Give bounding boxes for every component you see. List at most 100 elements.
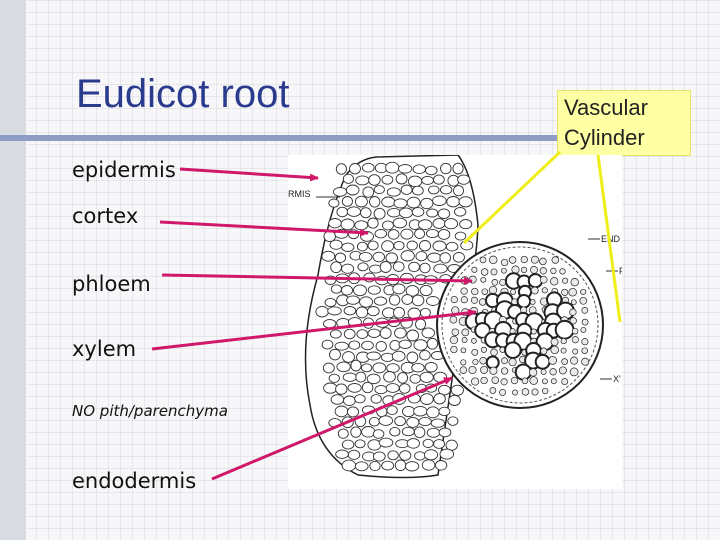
phloem-cell bbox=[530, 328, 537, 335]
phloem-cell bbox=[558, 366, 567, 375]
cortex-cell bbox=[336, 317, 350, 329]
cortex-cell bbox=[385, 161, 400, 174]
phloem-cell bbox=[471, 348, 479, 356]
cortex-cell bbox=[437, 228, 451, 240]
phloem-cell bbox=[451, 328, 460, 336]
cortex-cell bbox=[387, 317, 401, 328]
cortex-cell bbox=[334, 405, 349, 418]
phloem-cell bbox=[490, 348, 498, 357]
cortex-cell bbox=[426, 296, 440, 306]
label-xylem: xylem bbox=[72, 337, 137, 361]
phloem-cell bbox=[512, 389, 518, 396]
cortex-cell bbox=[367, 328, 381, 338]
cortex-cell bbox=[366, 306, 380, 317]
cortex-cell bbox=[367, 285, 381, 295]
cortex-cell bbox=[366, 351, 381, 361]
cortex-cell bbox=[383, 371, 396, 383]
label-epidermis: epidermis bbox=[72, 158, 176, 182]
label-phloem: phloem bbox=[72, 272, 151, 296]
cortex-cell bbox=[381, 460, 395, 471]
phloem-cell bbox=[501, 357, 509, 365]
phloem-cell bbox=[560, 338, 567, 345]
cortex-cell bbox=[440, 162, 452, 175]
cortex-cell bbox=[389, 339, 401, 351]
cortex-cell bbox=[335, 273, 350, 284]
cortex-cell bbox=[400, 228, 414, 240]
phloem-cell bbox=[570, 278, 579, 287]
phloem-cell bbox=[480, 376, 488, 385]
cortex-cell bbox=[341, 263, 355, 274]
cortex-cell bbox=[362, 317, 375, 329]
cortex-cell bbox=[322, 362, 335, 374]
phloem-cell bbox=[490, 268, 498, 276]
cortex-cell bbox=[402, 405, 416, 418]
phloem-cell bbox=[568, 287, 577, 297]
phloem-cell bbox=[510, 376, 519, 385]
cortex-cell bbox=[321, 339, 334, 350]
phloem-cell bbox=[479, 356, 487, 365]
cortex-cell bbox=[353, 284, 367, 297]
phloem-cell bbox=[539, 267, 547, 275]
cortex-cell bbox=[342, 372, 358, 382]
cortex-cell bbox=[370, 394, 382, 404]
cortex-cell bbox=[406, 416, 420, 428]
cortex-cell bbox=[408, 261, 421, 273]
cortex-cell bbox=[334, 252, 347, 263]
cortex-cell bbox=[430, 418, 446, 428]
xylem-vessel bbox=[504, 341, 522, 359]
cortex-cell bbox=[381, 196, 396, 208]
cortex-cell bbox=[401, 426, 415, 437]
phloem-cell bbox=[581, 307, 589, 314]
phloem-cell bbox=[539, 275, 548, 284]
cortex-cell bbox=[330, 394, 345, 405]
cortex-cell bbox=[457, 174, 471, 185]
cortex-cell bbox=[374, 229, 388, 239]
phloem-cell bbox=[488, 285, 498, 295]
cortex-cell bbox=[343, 328, 356, 340]
phloem-cell bbox=[489, 366, 498, 375]
cortex-cell bbox=[420, 393, 434, 405]
phloem-cell bbox=[520, 266, 528, 274]
phloem-cell bbox=[471, 338, 477, 344]
cortex-cell bbox=[359, 296, 374, 308]
cortex-cell bbox=[381, 174, 394, 185]
cortex-cell bbox=[355, 306, 369, 319]
phloem-cell bbox=[559, 268, 566, 275]
phloem-cell bbox=[470, 296, 479, 304]
cortex-cell bbox=[419, 307, 431, 318]
phloem-cell bbox=[480, 276, 487, 283]
phloem-cell bbox=[451, 306, 460, 315]
cortex-cell bbox=[372, 362, 387, 374]
cortex-cell bbox=[444, 218, 459, 230]
cortex-cell bbox=[354, 439, 366, 449]
cortex-cell bbox=[335, 163, 347, 175]
phloem-cell bbox=[491, 376, 500, 384]
cortex-cell bbox=[347, 383, 362, 393]
cortex-cell bbox=[412, 185, 424, 196]
cortex-cell bbox=[404, 461, 420, 472]
cortex-cell bbox=[333, 187, 348, 197]
cortex-cell bbox=[424, 361, 438, 373]
cortex-cell bbox=[348, 272, 361, 285]
cortex-cell bbox=[385, 383, 400, 393]
phloem-cell bbox=[459, 366, 468, 374]
cortex-cell bbox=[348, 340, 361, 350]
cortex-cell bbox=[376, 406, 388, 418]
cortex-cell bbox=[347, 449, 361, 460]
cortex-cell bbox=[354, 195, 368, 208]
cortex-cell bbox=[439, 448, 455, 460]
phloem-cell bbox=[551, 256, 560, 264]
cortex-cell bbox=[343, 395, 356, 407]
phloem-cell bbox=[540, 347, 548, 355]
phloem-cell bbox=[461, 308, 470, 317]
cortex-cell bbox=[363, 272, 376, 283]
cortex-cell bbox=[418, 416, 432, 427]
phloem-cell bbox=[581, 318, 589, 326]
phloem-cell bbox=[471, 266, 478, 273]
cortex-cell bbox=[418, 240, 432, 252]
phloem-cell bbox=[572, 348, 579, 355]
phloem-cell bbox=[489, 387, 497, 394]
cortex-cell bbox=[368, 416, 380, 427]
cortex-cell bbox=[329, 329, 342, 339]
cortex-cell bbox=[348, 229, 360, 240]
